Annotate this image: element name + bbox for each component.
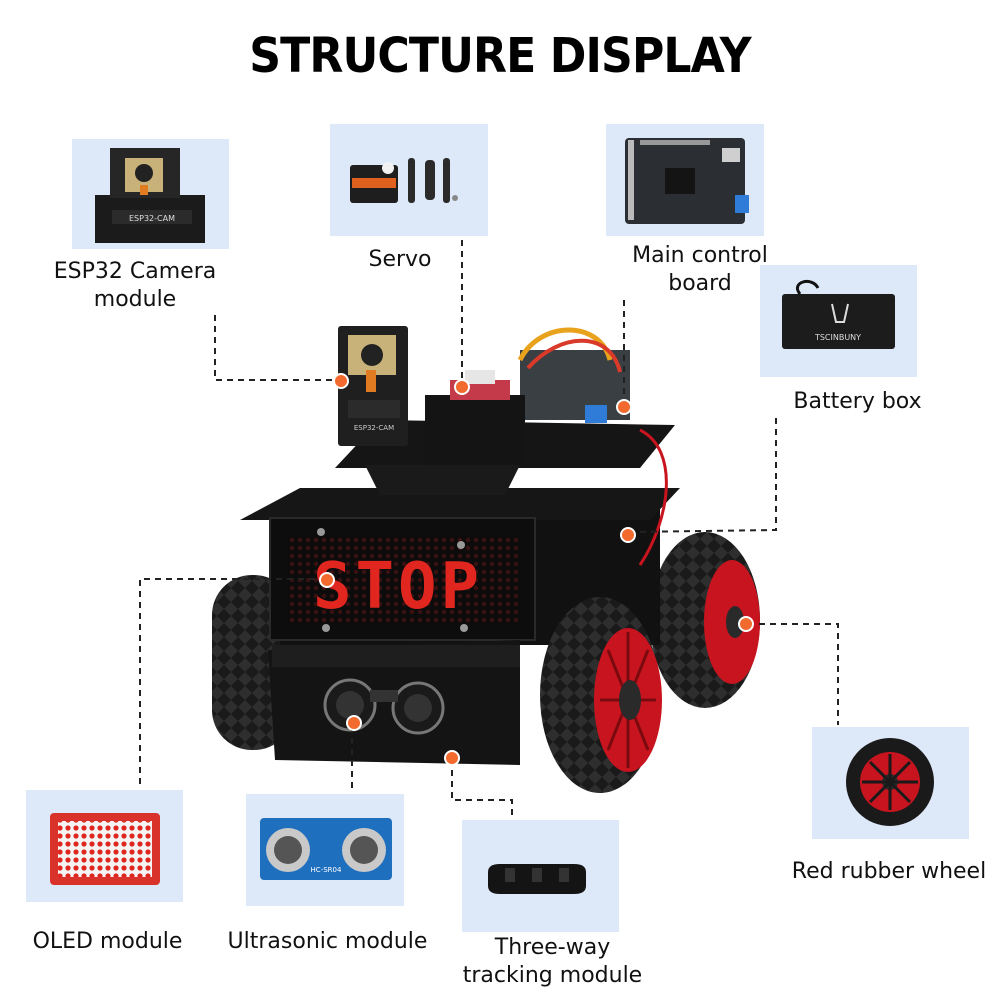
battery-panel: TSCINBUNY [760,265,917,377]
tracking-panel [462,820,619,932]
ultrasonic-sensor-text: HC-SR04 [311,866,342,874]
robot-car: STOP [212,326,760,793]
marker-ultrasonic [346,715,362,731]
leader-wheel [748,623,839,725]
page-title: STRUCTURE DISPLAY [249,28,751,84]
wheel-panel [812,727,969,839]
front-bumper [268,640,520,765]
leader-lines [139,240,839,818]
tracking-label: Three-way tracking module [462,935,643,988]
wheel-label: Red rubber wheel [791,859,987,884]
servo-label: Servo [368,247,432,272]
camera-board-text: ESP32-CAM [354,424,394,432]
marker-wheel [738,616,754,632]
camera-panel: ESP32-CAM [72,139,229,249]
rear-right-wheel [650,532,760,708]
leader-battery [629,418,777,533]
leader-tracking [451,759,513,818]
battery-label: Battery box [793,389,922,414]
camera-label: ESP32 Camera module [53,259,217,312]
front-right-wheel [540,597,662,793]
main-board-label: Main control board [632,243,768,296]
marker-main-board [616,399,632,415]
oled-panel [26,790,183,902]
main-board-panel [606,124,764,236]
led-display-text: STOP [313,550,483,624]
marker-servo [454,379,470,395]
leader-camera [214,315,340,381]
markers [319,373,754,766]
battery-brand-text: TSCINBUNY [814,333,861,342]
ultrasonic-panel: HC-SR04 [246,794,404,906]
ultrasonic-label: Ultrasonic module [227,929,428,954]
marker-oled [319,572,335,588]
servo-panel [330,124,488,236]
marker-camera [333,373,349,389]
marker-battery [620,527,636,543]
oled-label: OLED module [32,929,183,954]
esp32-camera-on-car: ESP32-CAM [338,326,408,446]
marker-tracking [444,750,460,766]
svg-text:ESP32-CAM: ESP32-CAM [129,214,175,223]
